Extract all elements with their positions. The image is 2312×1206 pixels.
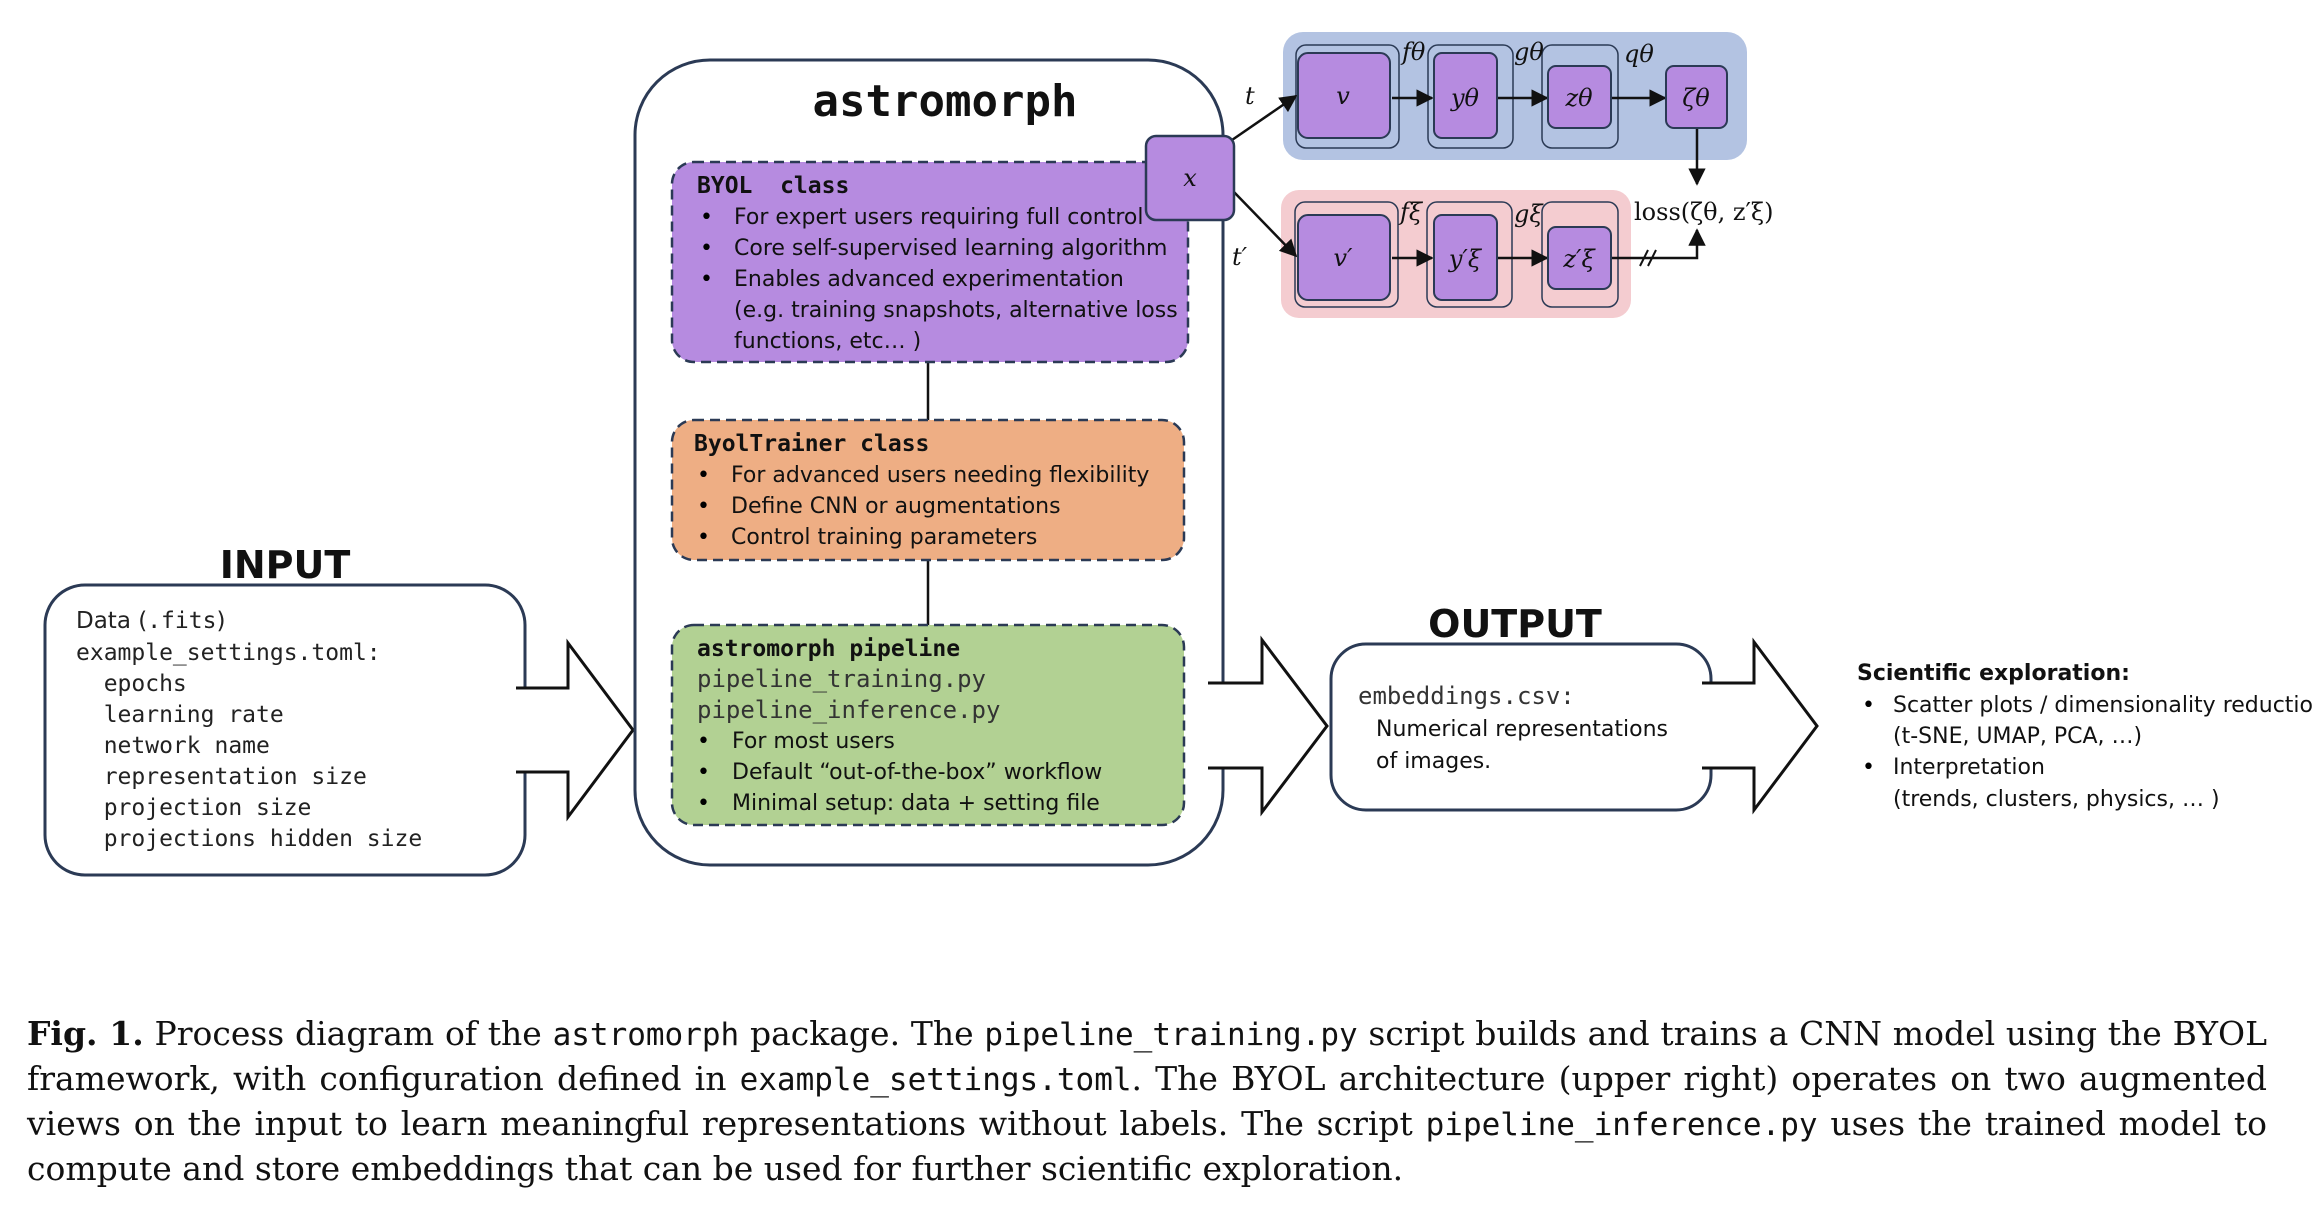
x-node-label: x [1183,164,1197,192]
zeta-theta-label: ζθ [1682,84,1710,112]
byol-bullet: Core self-supervised learning algorithm [734,236,1167,261]
f-xi-label: fξ [1398,198,1424,226]
loss-label: loss(ζθ, z′ξ) [1634,198,1774,226]
byol-class-title: BYOL class [697,173,849,199]
caption-code: example_settings.toml [739,1062,1132,1098]
arrow-x-to-v [1231,94,1298,142]
bullet-dot: • [697,791,710,816]
caption-text: uses the trained model to compute and st… [27,1104,2267,1188]
byol-continuation: (e.g. training snapshots, alternative lo… [734,298,1178,323]
v-prime-node [1297,214,1391,301]
bullet-dot: • [700,236,713,261]
input-line: representation size [76,764,367,790]
v-node-label: v [1336,82,1350,110]
input-line-settings: example_settings.toml: [76,640,381,666]
bullet-dot: • [1862,693,1875,718]
pipeline-box [670,623,1186,827]
x-node [1144,134,1236,222]
trainer-bullet: Define CNN or augmentations [731,494,1061,519]
bullet-dot: • [697,494,710,519]
zeta-theta-node [1665,65,1728,129]
trainer-bullet: For advanced users needing flexibility [731,463,1149,488]
y-theta-node [1433,52,1498,139]
pipeline-title: astromorph pipeline [697,636,960,662]
q-theta-label: qθ [1624,40,1654,68]
caption-code: astromorph [552,1017,740,1053]
z-theta-label: zθ [1564,84,1593,112]
science-item-sub: (t-SNE, UMAP, PCA, …) [1893,724,2142,749]
process-diagram: INPUT Data (.fits) example_settings.toml… [43,32,2312,877]
input-line: epochs [76,671,187,697]
bullet-dot: • [697,729,710,754]
input-line: network name [76,733,270,759]
input-line: projections hidden size [76,826,422,852]
z-theta-node [1547,65,1612,129]
bullet-dot: • [1862,755,1875,780]
caption-text: Process diagram of the [143,1014,553,1053]
caption-text: . The BYOL architecture (upper right) op… [27,1059,2267,1143]
bullet-dot: • [697,463,710,488]
trainer-bullet: Control training parameters [731,525,1037,550]
caption-text: package. The [739,1014,985,1053]
caption-code: pipeline_training.py [984,1017,1358,1053]
trainer-class-title: ByolTrainer class [694,431,929,457]
bullet-dot: • [697,760,710,785]
output-desc: of images. [1376,749,1491,774]
astromorph-title: astromorph [813,76,1078,127]
byol-class-bullets: • For expert users requiring full contro… [700,205,1178,354]
trainer-class-bullets: • For advanced users needing flexibility… [697,463,1149,550]
pipeline-file-inference: pipeline_inference.py [697,696,1000,724]
byol-class-box [670,160,1190,364]
v-node [1297,52,1391,139]
output-heading: OUTPUT [1428,602,1602,646]
arrow-zp-to-loss [1612,228,1706,260]
y-theta-label: yθ [1450,84,1480,112]
trainer-class-box [670,418,1186,562]
input-line-data: Data (.fits) [76,608,225,634]
astromorph-to-output-arrow [1208,635,1329,817]
byol-bullet: Enables advanced experimentation [734,267,1124,292]
z-xi-label: z′ξ [1562,245,1596,273]
figure-caption: Fig. 1. Process diagram of the astromorp… [27,1012,2267,1190]
input-lines: Data (.fits) example_settings.toml: epoc… [76,608,422,852]
pipeline-bullet: Default “out-of-the-box” workflow [732,760,1102,785]
caption-code: pipeline_inference.py [1425,1107,1818,1143]
pipeline-bullet: For most users [732,729,895,754]
y-xi-node [1433,214,1498,301]
y-xi-label: y′ξ [1448,245,1483,273]
science-item: Scatter plots / dimensionality reduction [1893,693,2312,718]
bullet-dot: • [700,205,713,230]
input-line: projection size [76,795,311,821]
arrow-x-to-v-prime [1231,189,1298,258]
g-xi-label: gξ [1514,200,1544,228]
pipeline-bullet: Minimal setup: data + setting file [732,791,1100,816]
t-prime-label: t′ [1232,243,1248,271]
bullet-dot: • [700,267,713,292]
byol-bullet: For expert users requiring full control [734,205,1143,230]
g-theta-label: gθ [1514,38,1544,66]
bullet-dot: • [697,525,710,550]
pipeline-bullets: • For most users • Default “out-of-the-b… [697,729,1102,816]
input-heading: INPUT [220,543,351,587]
t-label: t [1245,82,1255,110]
science-title: Scientific exploration: [1857,661,2130,686]
byol-continuation: functions, etc… ) [734,329,921,354]
z-xi-node [1547,226,1612,290]
input-to-astromorph-arrow [516,638,635,822]
output-to-science-arrow [1702,637,1819,815]
caption-label: Fig. 1. [27,1014,144,1053]
science-item: Interpretation [1893,755,2045,780]
output-file: embeddings.csv: [1358,682,1575,710]
stop-gradient-mark [1639,249,1657,267]
input-line: learning rate [76,702,284,728]
output-desc: Numerical representations [1376,717,1668,742]
f-theta-label: fθ [1400,38,1426,66]
pipeline-file-training: pipeline_training.py [697,665,986,693]
caption-text: script builds and trains a CNN model usi… [27,1014,2267,1098]
v-prime-label: v′ [1333,244,1353,272]
science-item-sub: (trends, clusters, physics, … ) [1893,787,2220,812]
